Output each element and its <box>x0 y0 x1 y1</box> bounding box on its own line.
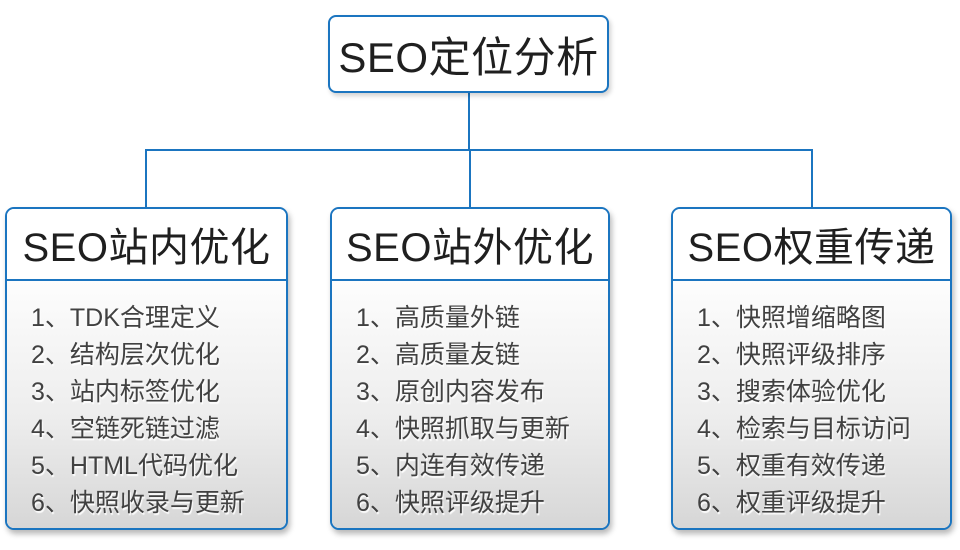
list-item: 6、权重评级提升 <box>697 489 886 517</box>
branch-card-onsite: SEO站内优化 1、TDK合理定义 2、结构层次优化 3、站内标签优化 4、空链… <box>5 207 288 530</box>
list-item: 4、空链死链过滤 <box>31 415 220 443</box>
root-title: SEO定位分析 <box>338 33 599 81</box>
list-item: 6、快照评级提升 <box>356 489 545 517</box>
root-node: SEO定位分析 <box>328 15 609 93</box>
list-item: 6、快照收录与更新 <box>31 489 245 517</box>
branch-title: SEO权重传递 <box>687 226 936 270</box>
list-item: 5、内连有效传递 <box>356 452 545 480</box>
list-item: 1、高质量外链 <box>356 304 520 332</box>
list-item: 5、权重有效传递 <box>697 452 886 480</box>
branch-header-onsite: SEO站内优化 <box>7 209 286 281</box>
list-item: 1、快照增缩略图 <box>697 304 886 332</box>
branch-body-weight: 1、快照增缩略图 2、快照评级排序 3、搜索体验优化 4、检索与目标访问 5、权… <box>673 281 950 528</box>
branch-body-onsite: 1、TDK合理定义 2、结构层次优化 3、站内标签优化 4、空链死链过滤 5、H… <box>7 281 286 528</box>
branch-title: SEO站内优化 <box>22 226 271 270</box>
list-item: 2、高质量友链 <box>356 341 520 369</box>
list-item: 5、HTML代码优化 <box>31 452 238 480</box>
branch-card-offsite: SEO站外优化 1、高质量外链 2、高质量友链 3、原创内容发布 4、快照抓取与… <box>330 207 610 530</box>
list-item: 2、快照评级排序 <box>697 341 886 369</box>
branch-card-weight: SEO权重传递 1、快照增缩略图 2、快照评级排序 3、搜索体验优化 4、检索与… <box>671 207 952 530</box>
branch-body-offsite: 1、高质量外链 2、高质量友链 3、原创内容发布 4、快照抓取与更新 5、内连有… <box>332 281 608 528</box>
branch-header-weight: SEO权重传递 <box>673 209 950 281</box>
branch-title: SEO站外优化 <box>346 226 594 270</box>
branch-header-offsite: SEO站外优化 <box>332 209 608 281</box>
list-item: 3、站内标签优化 <box>31 378 220 406</box>
list-item: 3、原创内容发布 <box>356 378 545 406</box>
list-item: 4、快照抓取与更新 <box>356 415 570 443</box>
list-item: 2、结构层次优化 <box>31 341 220 369</box>
list-item: 3、搜索体验优化 <box>697 378 886 406</box>
list-item: 1、TDK合理定义 <box>31 304 220 332</box>
list-item: 4、检索与目标访问 <box>697 415 911 443</box>
